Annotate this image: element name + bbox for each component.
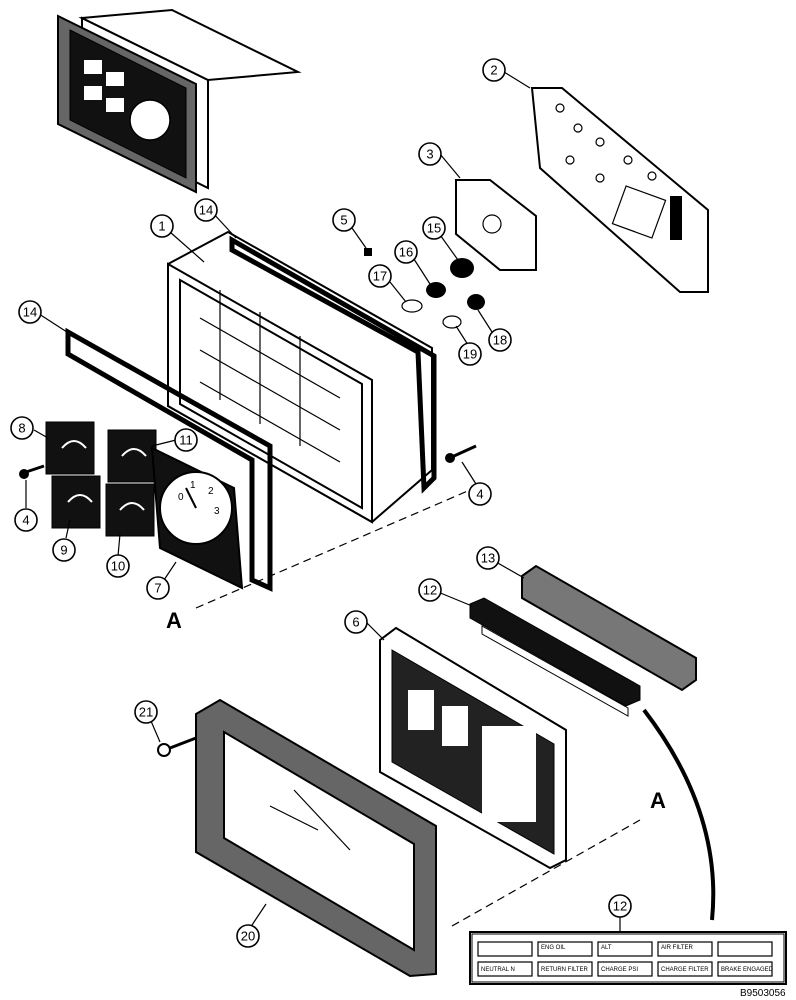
lens-strip bbox=[469, 597, 641, 717]
assembled-cluster bbox=[57, 8, 302, 194]
svg-text:21: 21 bbox=[139, 705, 153, 720]
tach-digit-3: 3 bbox=[214, 506, 220, 517]
bezel-frame bbox=[379, 626, 567, 870]
decal-top-2: ALT bbox=[601, 945, 612, 951]
callout-6: 6 bbox=[344, 610, 368, 634]
callout-17: 17 bbox=[368, 264, 392, 288]
decal-bottom-2: CHARGE PSI bbox=[601, 967, 638, 973]
svg-text:4: 4 bbox=[476, 487, 483, 502]
callout-10: 10 bbox=[106, 554, 130, 578]
decal-panel: ENG OIL ALT AIR FILTER NEUTRAL N RETURN … bbox=[469, 931, 787, 985]
svg-text:8: 8 bbox=[18, 421, 25, 436]
decal-bottom-4: BRAKE ENGAGED bbox=[721, 967, 774, 973]
callout-16: 16 bbox=[394, 240, 418, 264]
gasket bbox=[455, 179, 537, 271]
callout-15: 15 bbox=[422, 216, 446, 240]
reference-line-left bbox=[195, 489, 471, 609]
callout-14-top: 14 bbox=[194, 198, 218, 222]
callout-8: 8 bbox=[10, 416, 34, 440]
callout-4-right: 4 bbox=[468, 482, 492, 506]
callout-7: 7 bbox=[146, 576, 170, 600]
svg-text:12: 12 bbox=[613, 899, 627, 914]
svg-text:7: 7 bbox=[154, 581, 161, 596]
front-cover bbox=[195, 698, 437, 978]
tach-digit-0: 0 bbox=[178, 492, 184, 503]
svg-text:14: 14 bbox=[23, 305, 37, 320]
decal-bottom-0: NEUTRAL N bbox=[481, 967, 515, 973]
svg-text:17: 17 bbox=[373, 269, 387, 284]
callout-3: 3 bbox=[418, 142, 442, 166]
front-seal bbox=[65, 327, 273, 592]
svg-text:4: 4 bbox=[22, 513, 29, 528]
tachometer: 0 1 2 3 bbox=[150, 446, 244, 590]
decal-top-3: AIR FILTER bbox=[661, 945, 694, 951]
callout-13: 13 bbox=[476, 546, 500, 570]
svg-text:2: 2 bbox=[490, 63, 497, 78]
callout-19: 19 bbox=[458, 342, 482, 366]
lens-gasket bbox=[521, 564, 697, 692]
callout-18: 18 bbox=[488, 328, 512, 352]
decal-bottom-1: RETURN FILTER bbox=[541, 967, 589, 973]
svg-text:13: 13 bbox=[481, 551, 495, 566]
decal-reference-line bbox=[642, 708, 716, 921]
callout-21: 21 bbox=[134, 700, 158, 724]
svg-text:11: 11 bbox=[179, 433, 193, 448]
callout-2: 2 bbox=[482, 58, 506, 82]
tach-digit-2: 2 bbox=[208, 486, 214, 497]
svg-text:12: 12 bbox=[423, 583, 437, 598]
callout-14-left: 14 bbox=[18, 300, 42, 324]
callout-9: 9 bbox=[52, 538, 76, 562]
figure-code: B9503056 bbox=[740, 988, 786, 999]
svg-text:10: 10 bbox=[111, 559, 125, 574]
bulbs-and-sockets bbox=[364, 248, 485, 329]
screws bbox=[19, 444, 477, 757]
callout-20: 20 bbox=[236, 924, 260, 948]
callout-12-decal: 12 bbox=[608, 894, 632, 918]
callout-11: 11 bbox=[174, 428, 198, 452]
svg-text:5: 5 bbox=[340, 213, 347, 228]
housing-seal bbox=[229, 235, 437, 494]
reference-letter-left: A bbox=[166, 608, 182, 633]
tach-digit-1: 1 bbox=[190, 480, 196, 491]
svg-text:14: 14 bbox=[199, 203, 213, 218]
back-plate bbox=[530, 87, 709, 293]
callout-12-lens: 12 bbox=[418, 578, 442, 602]
callout-4-left: 4 bbox=[14, 508, 38, 532]
decal-bottom-3: CHARGE FILTER bbox=[661, 967, 709, 973]
reference-letter-right: A bbox=[650, 788, 666, 813]
svg-text:1: 1 bbox=[158, 219, 165, 234]
reference-line-right bbox=[451, 819, 641, 927]
callout-1: 1 bbox=[150, 214, 174, 238]
svg-text:20: 20 bbox=[241, 929, 255, 944]
svg-text:3: 3 bbox=[426, 147, 433, 162]
svg-text:19: 19 bbox=[463, 347, 477, 362]
callout-5: 5 bbox=[332, 208, 356, 232]
svg-text:15: 15 bbox=[427, 221, 441, 236]
svg-text:6: 6 bbox=[352, 615, 359, 630]
svg-text:16: 16 bbox=[399, 245, 413, 260]
svg-text:9: 9 bbox=[60, 543, 67, 558]
decal-top-1: ENG OIL bbox=[541, 945, 566, 951]
gauges bbox=[45, 421, 157, 537]
svg-text:18: 18 bbox=[493, 333, 507, 348]
